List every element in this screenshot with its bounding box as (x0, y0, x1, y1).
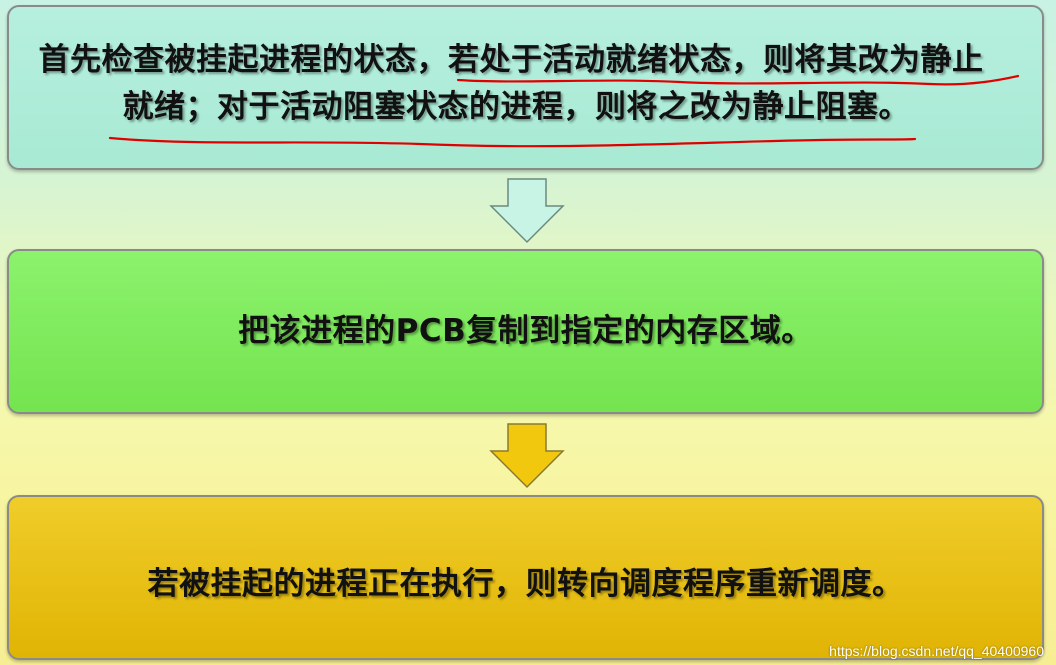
down-arrow-2 (489, 423, 565, 489)
step-1-line-2: 就绪；对于活动阻塞状态的进程，则将之改为静止阻塞。 (122, 88, 910, 125)
step-1-box: 首先检查被挂起进程的状态，若处于活动就绪状态，则将其改为静止 就绪；对于活动阻塞… (7, 5, 1044, 170)
step-1-text: 首先检查被挂起进程的状态，若处于活动就绪状态，则将其改为静止 就绪；对于活动阻塞… (26, 37, 1026, 131)
step-2-box: 把该进程的PCB复制到指定的内存区域。 (7, 249, 1044, 414)
step-2-text: 把该进程的PCB复制到指定的内存区域。 (238, 313, 813, 349)
step-3-text: 若被挂起的进程正在执行，则转向调度程序重新调度。 (147, 566, 904, 602)
step-1-line-1: 首先检查被挂起进程的状态，若处于活动就绪状态，则将其改为静止 (38, 41, 984, 78)
down-arrow-1 (489, 178, 565, 244)
watermark: https://blog.csdn.net/qq_40400960 (829, 643, 1044, 659)
step-3-box: 若被挂起的进程正在执行，则转向调度程序重新调度。 (7, 495, 1044, 660)
